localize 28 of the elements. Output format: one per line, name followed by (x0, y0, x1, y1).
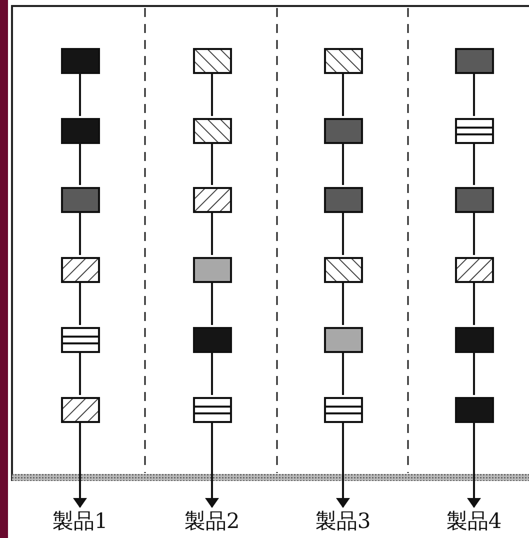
connector-line (211, 353, 213, 395)
arrow (205, 423, 219, 508)
connector-line (342, 283, 344, 325)
product-label: 製品1 (40, 509, 120, 535)
connector-line (473, 144, 475, 185)
connector-line (342, 144, 344, 185)
connector-line (211, 144, 213, 185)
connector-line (79, 283, 81, 325)
connector-line (211, 283, 213, 325)
connector-line (79, 213, 81, 255)
arrow (73, 423, 87, 508)
connector-line (79, 74, 81, 116)
connector-line (473, 283, 475, 325)
arrow (467, 423, 481, 508)
connector-line (342, 74, 344, 116)
arrow (336, 423, 350, 508)
connector-line (211, 74, 213, 116)
connector-line (211, 213, 213, 255)
connector-line (79, 144, 81, 185)
connector-line (473, 353, 475, 395)
product-label: 製品3 (303, 509, 383, 535)
connector-line (342, 213, 344, 255)
connector-line (342, 353, 344, 395)
connector-line (79, 353, 81, 395)
product-label: 製品4 (434, 509, 514, 535)
connector-line (473, 74, 475, 116)
product-label: 製品2 (172, 509, 252, 535)
connector-line (473, 213, 475, 255)
